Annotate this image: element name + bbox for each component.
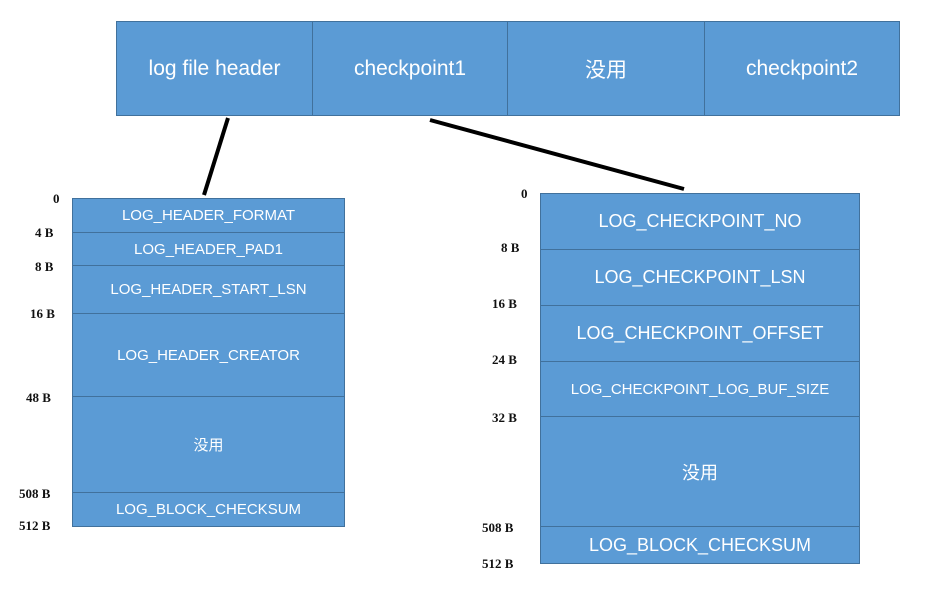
offset-label: 8 B [501,240,520,255]
field-log-block-checksum: LOG_BLOCK_CHECKSUM [540,526,860,564]
field-unused: 没用 [540,416,860,527]
field-log-header-pad1: LOG_HEADER_PAD1 [72,232,345,266]
field-log-checkpoint-log-buf-size: LOG_CHECKPOINT_LOG_BUF_SIZE [540,361,860,417]
offset-label: 16 B [492,296,517,311]
offset-label: 32 B [492,410,517,425]
field-unused: 没用 [72,396,345,493]
segment-log-file-header: log file header [116,21,313,116]
offset-label: 0 [521,186,528,201]
offset-label: 0 [53,191,60,206]
offset-label: 512 B [19,518,51,533]
field-log-checkpoint-lsn: LOG_CHECKPOINT_LSN [540,249,860,306]
offset-label: 4 B [35,225,54,240]
segment-checkpoint2: checkpoint2 [704,21,900,116]
connector-header [202,117,230,196]
field-log-checkpoint-no: LOG_CHECKPOINT_NO [540,193,860,250]
field-log-header-start-lsn: LOG_HEADER_START_LSN [72,265,345,314]
field-log-block-checksum: LOG_BLOCK_CHECKSUM [72,492,345,527]
offset-label: 512 B [482,556,514,571]
connector-checkpoint1 [429,118,685,191]
segment-unused: 没用 [507,21,705,116]
offset-label: 24 B [492,352,517,367]
offset-label: 508 B [19,486,51,501]
segment-checkpoint1: checkpoint1 [312,21,508,116]
offset-label: 8 B [35,259,54,274]
field-log-checkpoint-offset: LOG_CHECKPOINT_OFFSET [540,305,860,362]
field-log-header-creator: LOG_HEADER_CREATOR [72,313,345,397]
offset-label: 48 B [26,390,51,405]
offset-label: 508 B [482,520,514,535]
offset-label: 16 B [30,306,55,321]
field-log-header-format: LOG_HEADER_FORMAT [72,198,345,233]
